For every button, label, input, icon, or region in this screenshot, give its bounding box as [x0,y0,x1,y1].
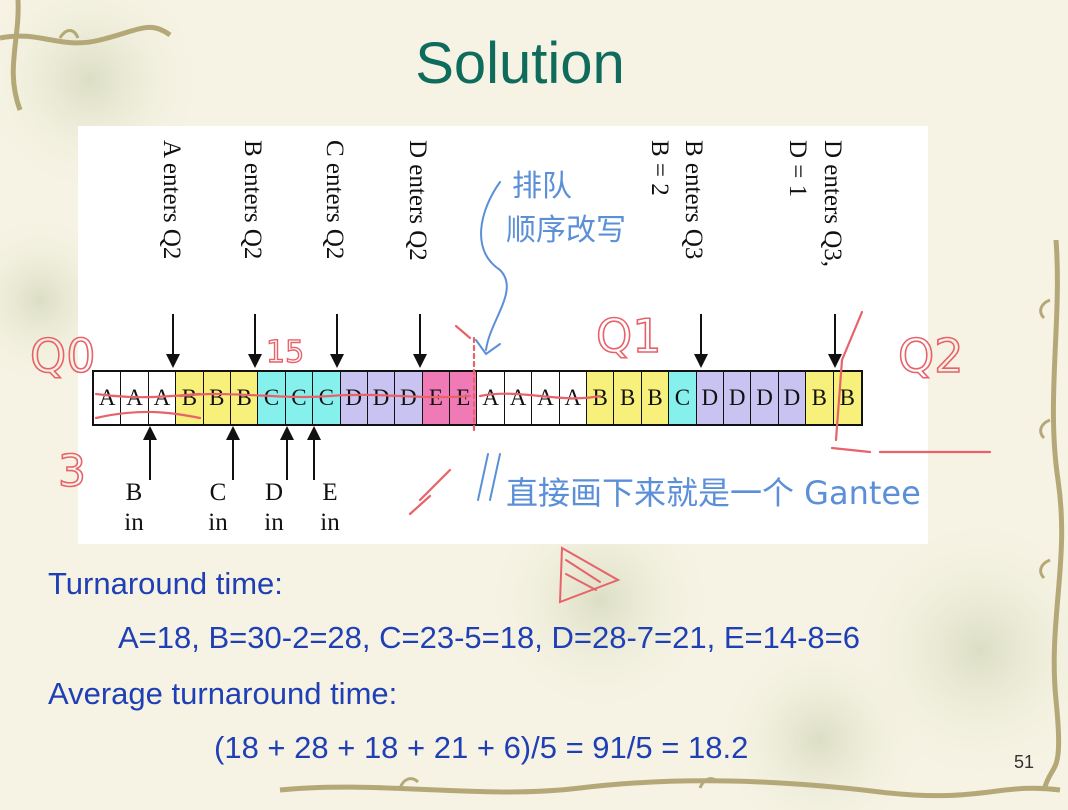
down-arrow [828,314,842,368]
timeline-cell: C [258,372,286,424]
handwritten-note-bottom: 直接画下来就是一个 Gantee [506,474,921,512]
handwritten-q0: Q0 [30,329,95,383]
handwritten-fifteen: 15 [266,335,304,370]
timeline-cell: D [367,372,396,424]
timeline-cell: D [395,372,423,424]
timeline-cell: D [340,372,368,424]
blue-arrow-head [475,339,501,356]
timeline-cell: B [203,372,231,424]
handwritten-note-cn-2: 顺序改写 [506,213,626,248]
turnaround-label: Turnaround time: [48,566,283,601]
arrival-process: C [209,479,227,506]
arrival-label-d: D in [254,478,294,538]
timeline-cell: C [313,372,341,424]
timeline-cell: A [477,372,505,424]
slide-title: Solution [415,31,625,96]
timeline-cell: B [806,372,834,424]
timeline-cell: C [669,372,697,424]
red-divider-mark [840,310,864,362]
arrival-label-e: E in [310,478,350,538]
down-arrow [248,314,262,368]
timeline-cell: C [285,372,314,424]
down-arrow [166,314,180,368]
blue-curve-arrow [480,181,508,351]
red-wave-mark [478,392,602,400]
arrival-in: in [208,509,228,536]
timeline-cell: D [696,372,724,424]
up-arrow [307,426,321,480]
arrival-label-b: B in [114,478,154,538]
timeline-cell: D [723,372,752,424]
down-arrow [413,314,427,368]
turnaround-values: A=18, B=30-2=28, C=23-5=18, D=28-7=21, E… [118,620,860,655]
page-number: 51 [1014,752,1035,772]
arrival-in: in [320,509,340,536]
red-tick-mark [454,324,472,340]
up-arrow [143,426,157,480]
red-triangle-sketch [558,546,621,604]
red-underline-mark [830,446,992,454]
handwritten-three: 3 [58,446,86,497]
red-wave-mark [178,392,472,399]
average-turnaround-label: Average turnaround time: [48,676,398,711]
timeline-cell: B [230,372,259,424]
red-strike-mark [94,410,202,420]
handwritten-q2: Q2 [898,329,963,383]
handwritten-q1: Q1 [596,309,661,363]
timeline-cell: B [614,372,642,424]
timeline-figure [78,126,928,544]
arrival-label-c: C in [198,478,238,538]
up-arrow [280,426,294,480]
arrival-process: D [264,479,284,506]
red-triangle-hatch [565,559,601,591]
blue-double-slash [477,453,501,501]
up-arrow [226,426,240,480]
timeline-cell: D [778,372,807,424]
red-divider-mark [834,358,844,442]
arrival-process: B [125,479,143,506]
arrival-process: E [322,479,338,506]
timeline-cell: D [751,372,779,424]
timeline-cell: A [504,372,533,424]
red-slash-mark [408,468,452,516]
handwritten-note-cn-1: 排队 [512,169,572,204]
arrival-in: in [264,509,284,536]
down-arrow [330,314,344,368]
average-turnaround-formula: (18 + 28 + 18 + 21 + 6)/5 = 91/5 = 18.2 [214,730,749,765]
down-arrow [694,314,708,368]
arrival-in: in [124,509,144,536]
timeline-cell: B [641,372,670,424]
